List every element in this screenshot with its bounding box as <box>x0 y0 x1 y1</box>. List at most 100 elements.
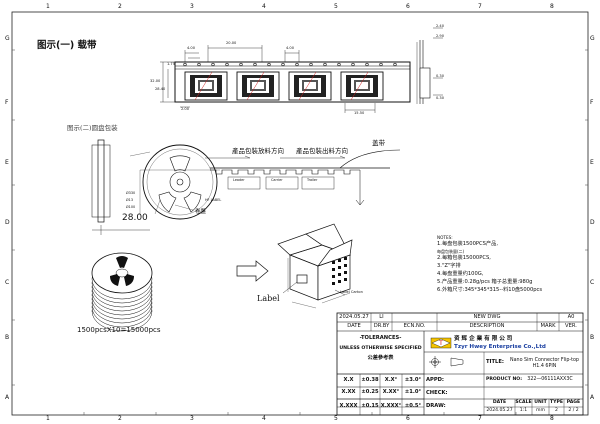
reel-label: 卷盤 <box>195 209 207 215</box>
notes-line: 3."Z"字排 <box>437 263 461 269</box>
tape-section-marker: Trailer <box>307 178 318 182</box>
carton-box <box>277 223 353 309</box>
tolerances-heading: -TOLERANCES- <box>359 335 402 342</box>
rev-description: NEW DWG <box>473 313 501 320</box>
notes-line: 5.产品重量:0.28g/pcs 箱子总重量:980g <box>437 279 533 285</box>
tol-1-angle-format: X.X° <box>384 376 398 383</box>
tol-3-angle-format: X.XXX° <box>380 403 402 410</box>
grid-letter-left: C <box>5 279 10 286</box>
tape-path <box>205 149 401 206</box>
grid-number-top: 2 <box>118 3 122 10</box>
grid-letter-left: F <box>5 99 9 106</box>
tape-dimension: 2.00 <box>181 107 190 111</box>
grid-number-bottom: 6 <box>406 415 410 422</box>
tol-2-format: X.XX <box>341 389 356 396</box>
arrow-to-box <box>236 260 269 282</box>
reel-width-dimension: 28.00 <box>122 213 148 223</box>
tape-dimension: 1.75 <box>167 62 176 66</box>
tape-dimension: 28.40 <box>155 87 166 91</box>
grid-letter-right: E <box>590 159 594 166</box>
figure-2-title: 图示(二)圆盘包装 <box>67 124 118 132</box>
reel-side-view <box>91 139 150 235</box>
approved-by-label: APPD: <box>426 376 444 383</box>
company-name-en: Tzyr Hwey Enterprise Co.,Ltd <box>454 343 546 350</box>
notes-header: NOTES: <box>437 235 453 240</box>
title-value: Nano Sim Connector Flip-top H1.4 6PIN <box>510 357 579 369</box>
tol-3-format: X.XXX <box>339 403 358 410</box>
notes-line: 6.外箱尺寸:345*345*315--料10盘5000pcs <box>437 287 543 293</box>
grid-number-top: 3 <box>190 3 194 10</box>
footer-header-unit: UNIT <box>534 399 547 405</box>
header-drawn-by: DR.BY <box>373 322 390 329</box>
tol-3-angle-value: ±0.5° <box>404 403 422 410</box>
header-date: DATE <box>347 322 361 329</box>
figure-1-title: 图示(一) 载带 <box>37 40 97 51</box>
grid-number-bottom: 2 <box>118 415 122 422</box>
footer-page: 2 / 2 <box>568 407 579 413</box>
notes-line: 4.每盘重量约100G, <box>437 271 484 277</box>
footer-header-date: DATE <box>492 399 507 405</box>
grid-letter-left: A <box>5 394 10 401</box>
reel-dimension: Ø330 <box>126 191 136 195</box>
tol-2-angle-format: X.XX° <box>382 389 400 396</box>
tol-1-angle-value: ±3.0° <box>404 376 422 383</box>
tolerance-ref-note: 公差參考表 <box>367 355 394 362</box>
grid-letter-left: B <box>5 334 10 341</box>
reel-front-view <box>129 144 220 220</box>
grid-number-top: 5 <box>334 3 338 10</box>
footer-unit: mm <box>536 407 545 413</box>
footer-header-scale: SCALE <box>515 399 532 405</box>
header-description: DESCRIPTION <box>469 322 505 329</box>
grid-letter-right: D <box>590 219 595 226</box>
grid-number-bottom: 5 <box>334 415 338 422</box>
footer-scale: 1:1 <box>519 407 528 413</box>
grid-number-bottom: 3 <box>190 415 194 422</box>
grid-number-top: 6 <box>406 3 410 10</box>
footer-header-type: TYPE <box>550 399 563 405</box>
rev-date: 2024.05.27 <box>339 313 369 320</box>
grid-letter-right: F <box>590 99 594 106</box>
grid-number-top: 4 <box>262 3 266 10</box>
tape-dimension: 15.50 <box>354 111 365 115</box>
hf-label-text: HF LABEL <box>205 198 222 202</box>
tape-section-marker: Leader <box>233 178 245 182</box>
footer-header-page: PAGE <box>566 399 581 405</box>
tol-1-format: X.X <box>343 376 354 383</box>
grid-number-bottom: 8 <box>550 415 554 422</box>
carton-label-callout: Label Carton <box>340 290 363 294</box>
notes-line: 2.每箱包装15000PCS, <box>437 255 491 261</box>
grid-number-bottom: 7 <box>478 415 482 422</box>
tape-dimension: 32.00 <box>150 79 161 83</box>
unless-specified: UNLESS OTHERWISE SPECIFIED <box>339 345 422 351</box>
company-logo-icon: T <box>430 337 452 349</box>
header-ecn: ECN.NO. <box>403 322 426 329</box>
cover-tape-label: 盖带 <box>372 139 385 147</box>
tape-dimension: 20.00 <box>226 41 237 45</box>
notes-line: 每盘包装量(二) <box>437 249 465 254</box>
grid-number-bottom: 1 <box>46 415 50 422</box>
footer-date: 2024.05.27 <box>486 407 513 413</box>
tape-dimension: 2.40 <box>436 24 445 28</box>
packing-quantity: 1500pcsX10=15000pcs <box>77 326 161 334</box>
grid-letter-right: C <box>590 279 595 286</box>
tape-dimension: 4.00 <box>286 46 295 50</box>
tol-1-value: ±0.38 <box>361 376 379 383</box>
grid-number-bottom: 4 <box>262 415 266 422</box>
grid-letter-right: B <box>590 334 595 341</box>
tape-dimension: 0.30 <box>436 74 445 78</box>
tol-3-value: ±0.15 <box>361 403 379 410</box>
label-callout: Label <box>257 294 280 303</box>
grid-letter-left: E <box>5 159 9 166</box>
grid-letter-right: G <box>590 35 595 42</box>
projection-symbol-icon <box>429 356 464 368</box>
exit-direction-label: 產品包裝出料方向 <box>296 147 348 155</box>
grid-number-top: 8 <box>550 3 554 10</box>
tape-dimension: 0.30 <box>436 96 445 100</box>
notes-line: 1.每盘包装1500PCS产品, <box>437 241 498 247</box>
carrier-tape-figure <box>160 27 443 113</box>
checked-by-label: CHECK: <box>426 389 448 396</box>
grid-letter-right: A <box>590 394 595 401</box>
tape-section-marker: Carrier <box>271 178 283 182</box>
